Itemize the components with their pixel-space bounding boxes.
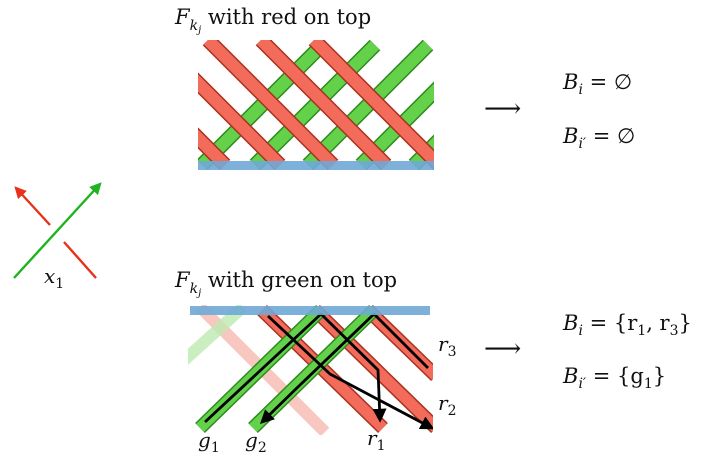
crossing-red-upper xyxy=(14,186,51,226)
crossing-red-lower xyxy=(63,241,97,279)
label-g2: g2 xyxy=(245,428,267,456)
top-arrow: ⟶ xyxy=(484,94,521,124)
top-result-bi: Bi = ∅ xyxy=(562,70,632,98)
label-r3: r3 xyxy=(438,332,456,360)
label-g1: g1 xyxy=(198,428,220,456)
bottom-strand-diagram xyxy=(188,305,433,435)
path-g1-r1 xyxy=(204,312,387,424)
bottom-result-bi: Bi = {r1, r3} xyxy=(562,311,692,339)
bottom-panel-title: Fkj with green on top xyxy=(174,268,397,299)
top-panel-title: Fkj with red on top xyxy=(174,5,371,36)
top-result-biprime: Bi′ = ∅ xyxy=(562,124,635,152)
bottom-arrow: ⟶ xyxy=(484,334,521,364)
faded-green-strand xyxy=(188,305,248,365)
crossing-green-strand xyxy=(13,182,102,279)
top-strand-diagram xyxy=(198,40,434,170)
bottom-result-biprime: Bi′ = {g1} xyxy=(562,364,666,392)
top-baseline xyxy=(198,161,434,170)
path-r3-g2 xyxy=(259,312,429,424)
crossing-diagram xyxy=(13,182,102,279)
label-r1: r1 xyxy=(367,426,385,454)
crossing-label: x1 xyxy=(44,264,64,292)
label-r2: r2 xyxy=(438,391,456,419)
bottom-baseline xyxy=(190,306,430,315)
path-to-r2 xyxy=(267,314,433,430)
